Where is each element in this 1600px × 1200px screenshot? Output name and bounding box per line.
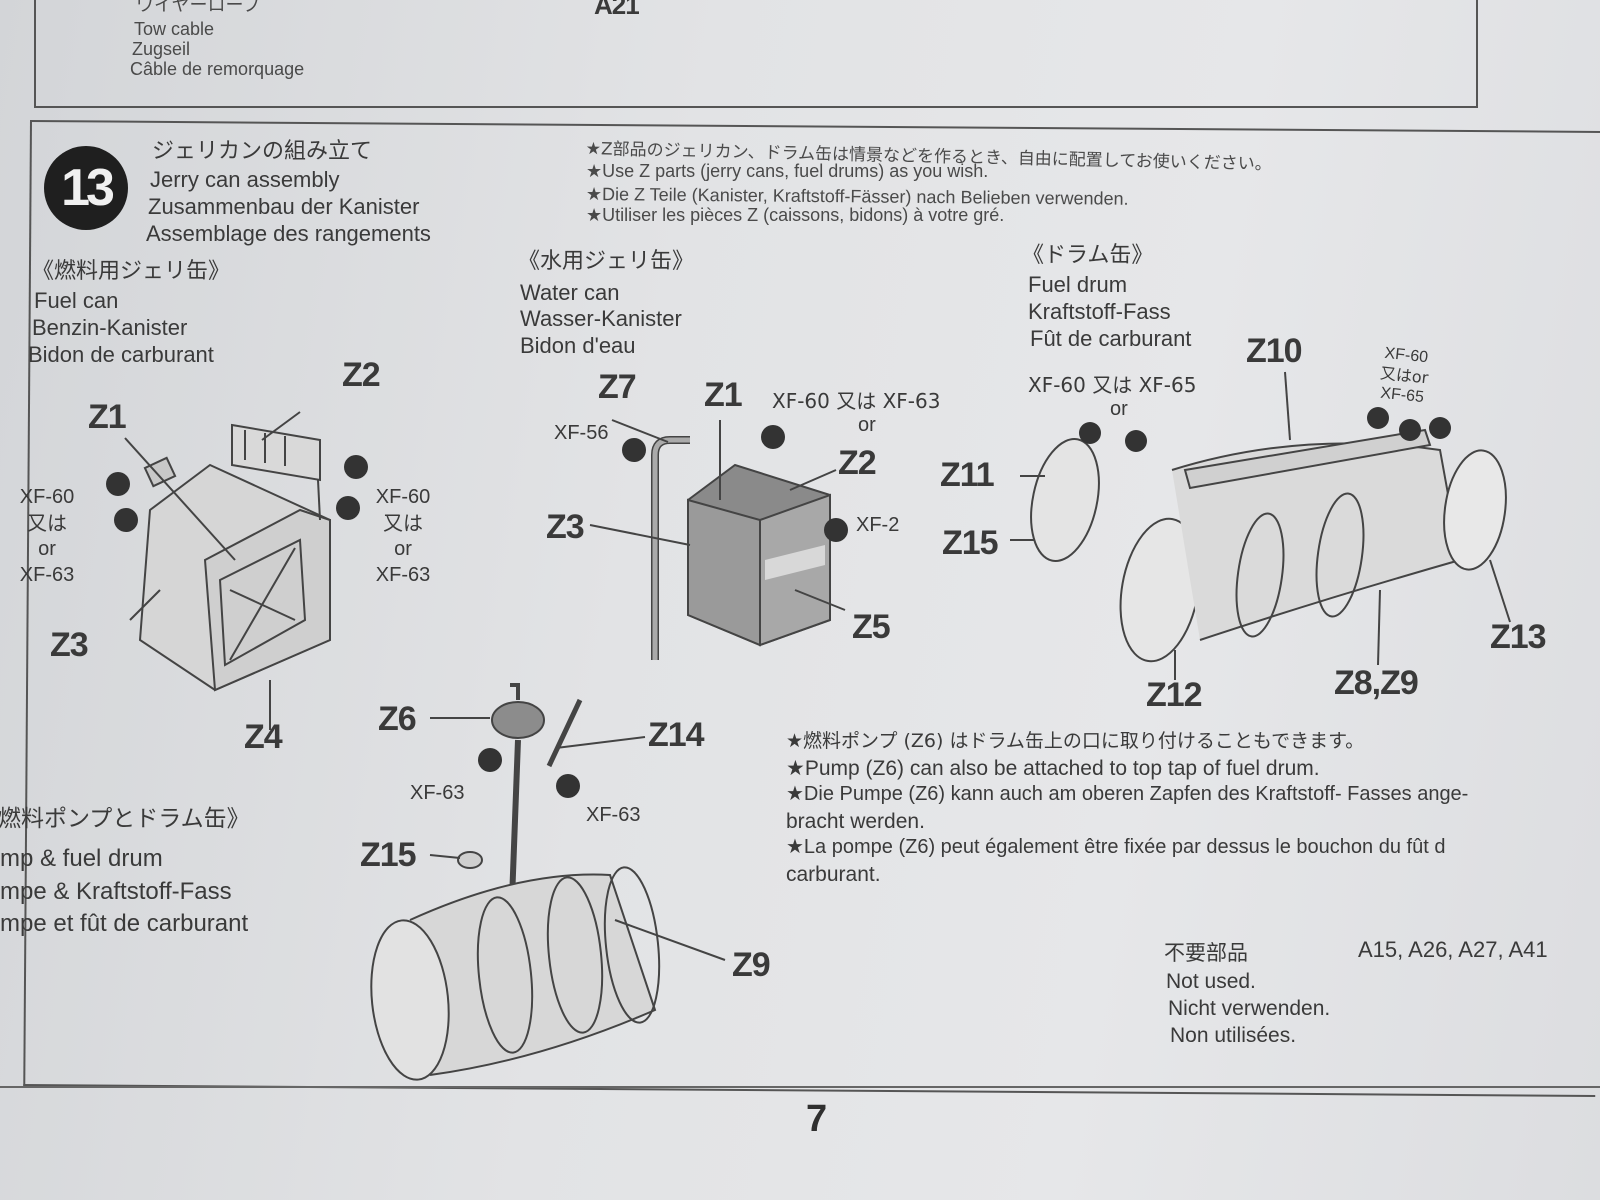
drum-heading-fr: Fût de carburant bbox=[1030, 326, 1192, 351]
step-title-en: Jerry can assembly bbox=[150, 167, 340, 192]
water-can-heading-en: Water can bbox=[520, 280, 620, 305]
paint-water-tap: XF-56 bbox=[554, 422, 609, 444]
pump-note-fr-2: carburant. bbox=[786, 863, 881, 886]
part-label-z5: Z5 bbox=[852, 608, 891, 646]
pump-heading-fr: mpe et fût de carburant bbox=[0, 910, 249, 937]
pump-heading-de: mpe & Kraftstoff-Fass bbox=[0, 878, 232, 905]
paint-drum-left: XF-60 又は XF-65 bbox=[1028, 373, 1197, 397]
paint-pump-left: XF-63 bbox=[410, 782, 465, 804]
top-panel-frame bbox=[34, 0, 1478, 108]
paint-water-side: XF-2 bbox=[856, 514, 900, 536]
not-used-en: Not used. bbox=[1166, 970, 1256, 993]
pump-note-fr-1: ★La pompe (Z6) peut également être fixée… bbox=[786, 836, 1446, 858]
part-label-z3: Z3 bbox=[50, 626, 89, 664]
paint-markers bbox=[106, 407, 1451, 798]
drum-heading-de: Kraftstoff-Fass bbox=[1028, 299, 1171, 324]
not-used-de: Nicht verwenden. bbox=[1168, 997, 1331, 1020]
water-can-heading-fr: Bidon d'eau bbox=[520, 333, 636, 358]
water-can-heading-de: Wasser-Kanister bbox=[520, 306, 682, 331]
step-title-fr: Assemblage des rangements bbox=[146, 221, 431, 246]
pump-note-jp: ★燃料ポンプ (Z6) はドラム缶上の口に取り付けることもできます。 bbox=[786, 730, 1365, 752]
part-label-z9: Z9 bbox=[732, 946, 771, 984]
part-label-z4: Z4 bbox=[244, 718, 283, 756]
step-note-fr: ★Utiliser les pièces Z (caissons, bidons… bbox=[586, 205, 1005, 225]
drum-heading-en: Fuel drum bbox=[1028, 272, 1128, 297]
part-label-z10: Z10 bbox=[1246, 332, 1303, 370]
fuel-can-drawing bbox=[124, 411, 331, 730]
not-used-fr: Non utilisées. bbox=[1170, 1024, 1297, 1047]
tow-cable-fr: Câble de remorquage bbox=[130, 59, 305, 79]
part-label-z14: Z14 bbox=[648, 716, 705, 754]
step-number-badge: 13 bbox=[44, 146, 128, 230]
part-label-z15-drum: Z15 bbox=[942, 524, 999, 562]
part-label-z2-water: Z2 bbox=[838, 444, 877, 482]
fuel-drum-exploded-drawing bbox=[1010, 371, 1511, 680]
part-label-z6: Z6 bbox=[378, 700, 417, 738]
water-can-drawing bbox=[589, 419, 846, 660]
part-label-z1: Z1 bbox=[88, 398, 127, 436]
drum-heading-jp: 《ドラム缶》 bbox=[1022, 243, 1154, 268]
part-label-z7: Z7 bbox=[598, 368, 637, 406]
pump-heading-en: mp & fuel drum bbox=[0, 845, 163, 872]
pump-note-de-2: bracht werden. bbox=[786, 810, 925, 833]
bottom-rule bbox=[0, 1086, 1600, 1088]
part-label-z8-z9: Z8,Z9 bbox=[1334, 664, 1419, 702]
step-title-de: Zusammenbau der Kanister bbox=[148, 194, 420, 219]
part-label-z1-water: Z1 bbox=[704, 376, 743, 414]
not-used-jp: 不要部品 bbox=[1164, 941, 1248, 965]
paint-pump-right: XF-63 bbox=[586, 804, 641, 826]
part-label-z3-water: Z3 bbox=[546, 508, 585, 546]
tow-cable-de: Zugseil bbox=[132, 39, 191, 59]
paint-drum-left-or: or bbox=[1110, 398, 1128, 420]
pump-note-en: ★Pump (Z6) can also be attached to top t… bbox=[786, 757, 1320, 780]
paint-water-body: XF-60 又は XF-63 bbox=[772, 389, 941, 413]
tow-cable-jp: ワイヤーロープ bbox=[136, 0, 261, 16]
not-used-parts: A15, A26, A27, A41 bbox=[1358, 937, 1548, 962]
part-label-z12: Z12 bbox=[1146, 676, 1203, 714]
fuel-can-heading-de: Benzin-Kanister bbox=[32, 315, 188, 340]
paint-water-body-or: or bbox=[858, 414, 876, 436]
part-label-z15-pump: Z15 bbox=[360, 836, 417, 874]
fuel-can-heading-en: Fuel can bbox=[34, 288, 119, 313]
part-label-z11: Z11 bbox=[940, 456, 995, 494]
part-label-z2: Z2 bbox=[342, 356, 381, 394]
water-can-heading-jp: 《水用ジェリ缶》 bbox=[518, 249, 695, 274]
fuel-can-heading-jp: 《燃料用ジェリ缶》 bbox=[32, 259, 231, 284]
fuel-can-heading-fr: Bidon de carburant bbox=[28, 342, 214, 367]
pump-drum-drawing bbox=[370, 683, 726, 1081]
pump-heading-jp: 燃料ポンプとドラム缶》 bbox=[0, 806, 250, 832]
page-number: 7 bbox=[806, 1098, 828, 1140]
pump-note-de-1: ★Die Pumpe (Z6) kann auch am oberen Zapf… bbox=[786, 783, 1469, 805]
part-label-z13: Z13 bbox=[1490, 618, 1547, 656]
part-label-a21: A21 bbox=[594, 0, 640, 20]
step-title-jp: ジェリカンの組み立て bbox=[152, 139, 373, 164]
tow-cable-en: Tow cable bbox=[134, 19, 215, 39]
step-note-en: ★Use Z parts (jerry cans, fuel drums) as… bbox=[586, 161, 989, 181]
